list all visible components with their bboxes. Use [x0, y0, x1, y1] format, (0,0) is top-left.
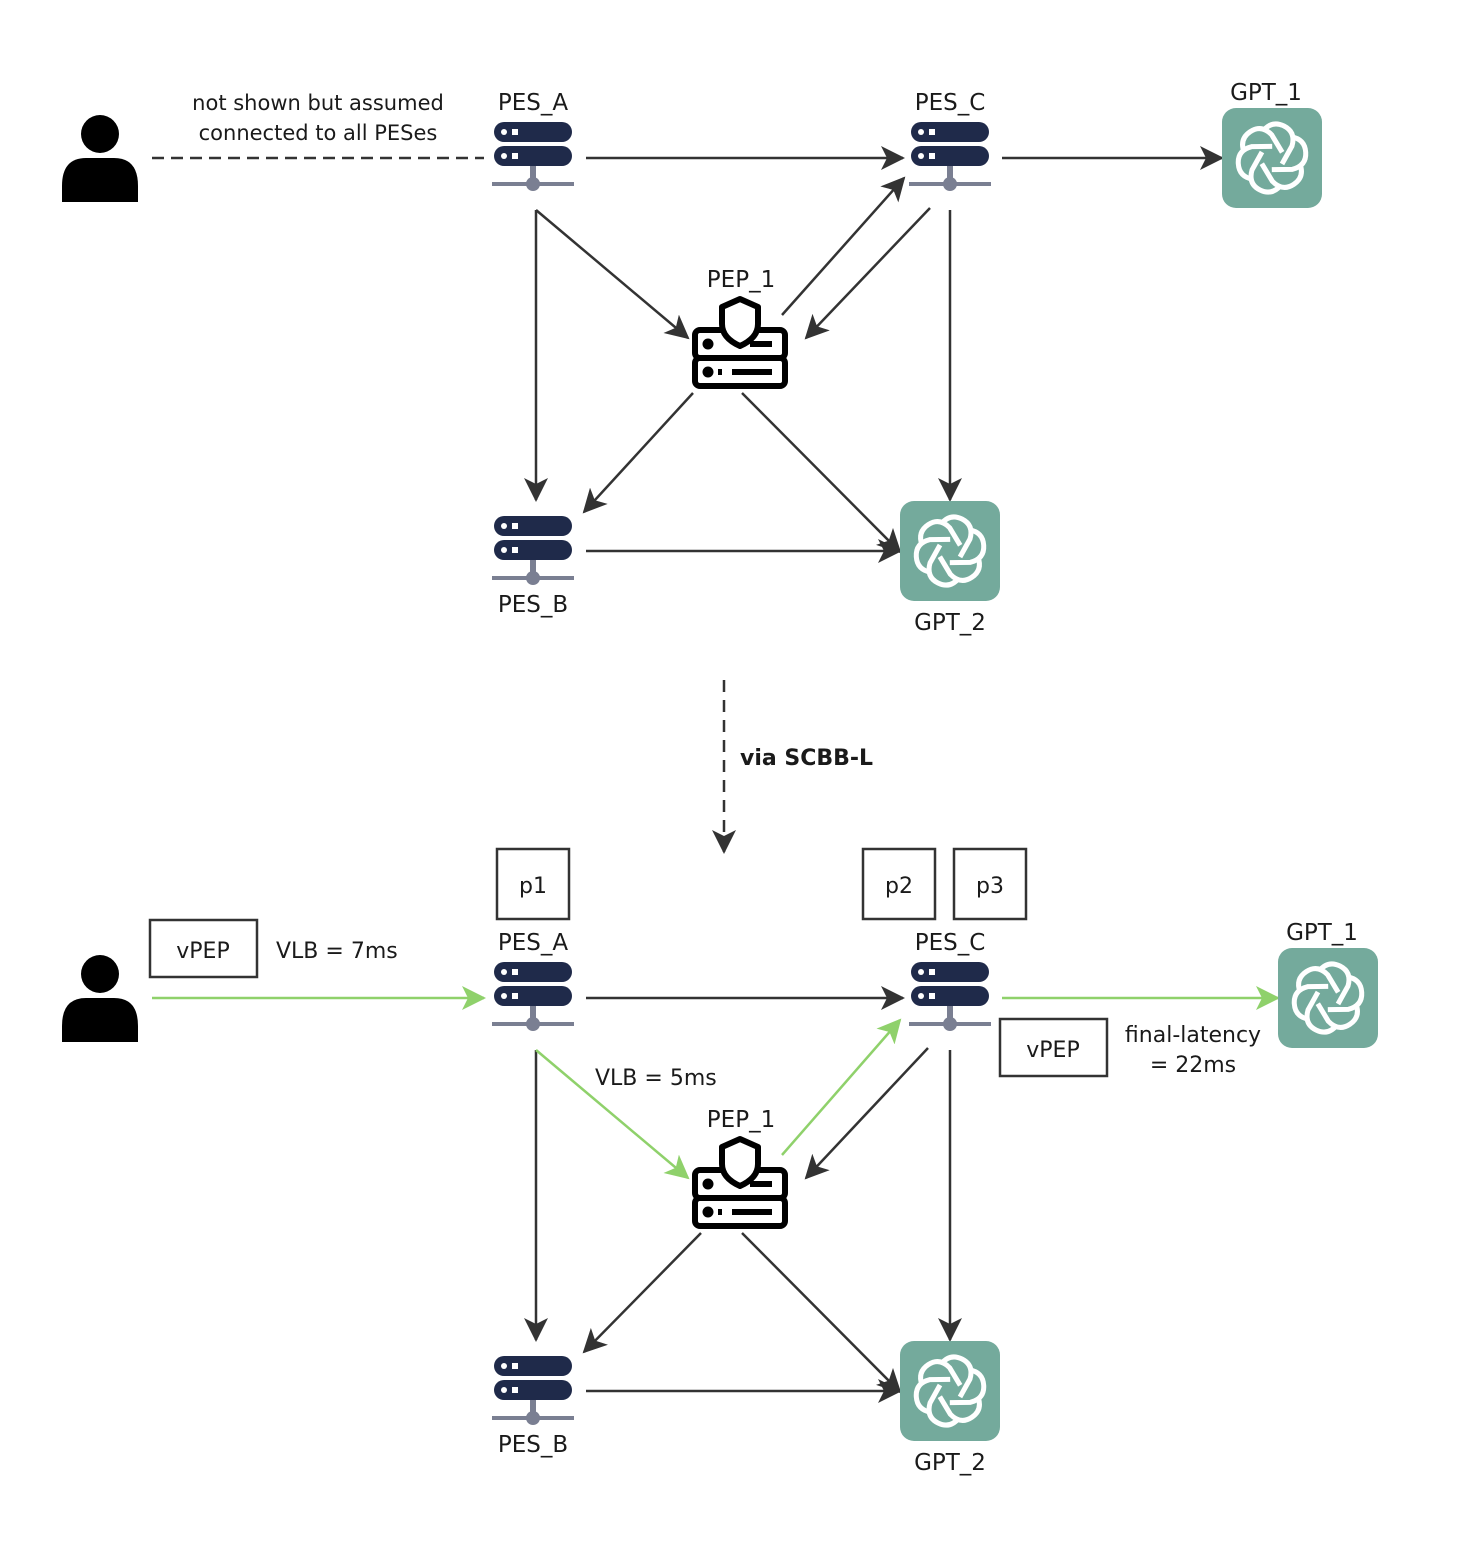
final-latency-line-1: final-latency — [1125, 1023, 1261, 1048]
gpt-2-label: GPT_2 — [914, 610, 986, 636]
pes-b-label: PES_B — [498, 1432, 568, 1458]
pes-b-label: PES_B — [498, 592, 568, 618]
person-icon — [62, 115, 138, 202]
policy-p3-label: p3 — [976, 874, 1004, 899]
policy-p2-label: p2 — [885, 874, 913, 899]
pep-1-label: PEP_1 — [707, 267, 775, 293]
server-icon — [492, 962, 574, 1031]
pep-shield-icon — [695, 1139, 785, 1226]
transition-label: via SCBB-L — [740, 746, 873, 771]
note-line-2: connected to all PESes — [199, 121, 438, 145]
edge-pep1-gpt2 — [741, 392, 902, 554]
vlb-left-label: VLB = 7ms — [276, 939, 398, 964]
top-diagram: not shown but assumed connected to all P… — [62, 80, 1322, 636]
gpt-icon — [900, 501, 1000, 601]
vlb-mid-label: VLB = 5ms — [595, 1066, 717, 1091]
edge-pep1-pesb — [582, 392, 694, 514]
edge-pesa-pep1-green — [535, 1049, 690, 1180]
policy-box-p2 — [861, 847, 937, 921]
bottom-diagram: p1 p2 p3 vPEP VLB = 7ms vPEP final-laten… — [62, 847, 1378, 1476]
vpep-right-label: vPEP — [1026, 1038, 1079, 1063]
edge-pesa-pep1 — [535, 209, 690, 340]
edge-pesc-pep1 — [804, 207, 931, 340]
server-icon — [492, 122, 574, 191]
policy-box-p1 — [495, 847, 571, 921]
transition: via SCBB-L — [712, 680, 873, 854]
final-latency-line-2: = 22ms — [1150, 1053, 1236, 1078]
edge-pep1-pesc-green — [781, 1018, 902, 1156]
pes-a-label: PES_A — [498, 90, 569, 116]
server-icon — [492, 1356, 574, 1425]
vpep-box-left — [148, 918, 259, 979]
gpt-icon — [1222, 108, 1322, 208]
note-line-1: not shown but assumed — [192, 91, 444, 115]
edge-pep1-pesc — [781, 176, 906, 316]
pes-a-label: PES_A — [498, 930, 569, 956]
edge-pep1-pesb — [582, 1232, 702, 1354]
person-icon — [62, 955, 138, 1042]
server-icon — [909, 962, 991, 1031]
server-icon — [492, 516, 574, 585]
edge-pesc-pep1 — [804, 1047, 929, 1180]
vpep-left-label: vPEP — [176, 939, 229, 964]
policy-box-p3 — [952, 847, 1028, 921]
pep-shield-icon — [695, 299, 785, 386]
pes-c-label: PES_C — [915, 930, 986, 956]
gpt-2-label: GPT_2 — [914, 1450, 986, 1476]
gpt-1-label: GPT_1 — [1286, 920, 1358, 946]
pep-1-label: PEP_1 — [707, 1107, 775, 1133]
gpt-1-label: GPT_1 — [1230, 80, 1302, 106]
pes-c-label: PES_C — [915, 90, 986, 116]
gpt-icon — [900, 1341, 1000, 1441]
vpep-box-right — [998, 1017, 1109, 1078]
policy-p1-label: p1 — [519, 874, 547, 899]
edge-pep1-gpt2 — [741, 1232, 902, 1394]
server-icon — [909, 122, 991, 191]
gpt-icon — [1278, 948, 1378, 1048]
